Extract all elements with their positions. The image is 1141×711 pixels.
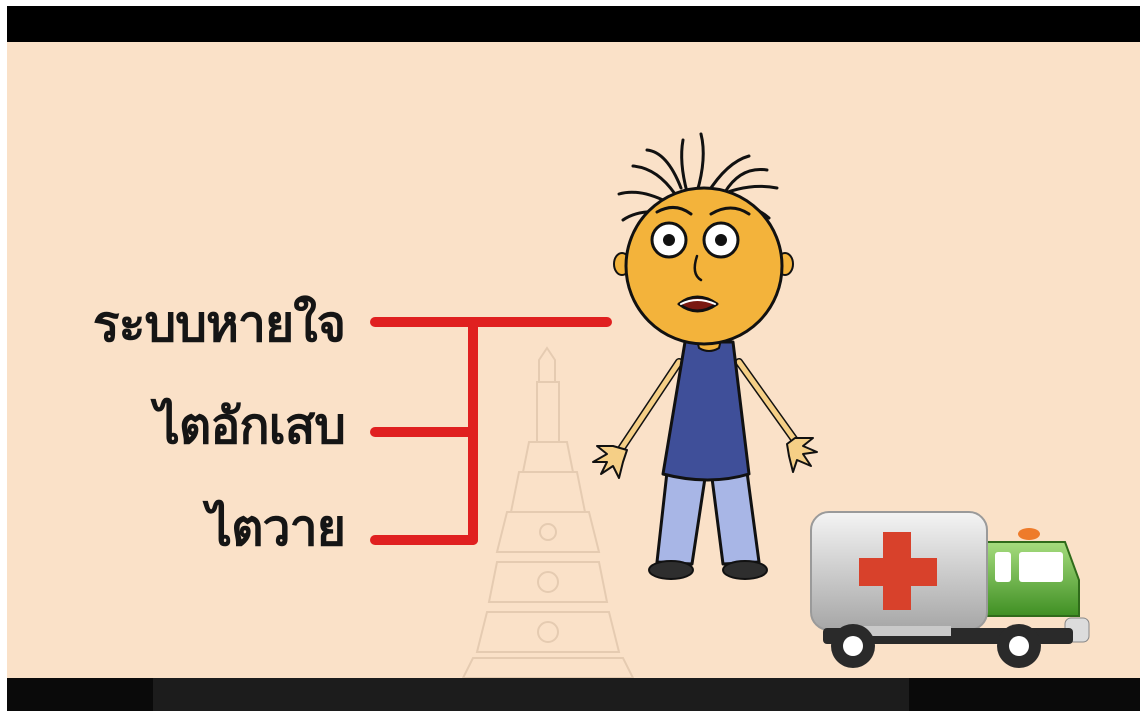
video-frame: ระบบหายใจ ไตอักเสบ ไตวาย <box>7 6 1140 711</box>
subtitle-panel <box>153 678 909 711</box>
slide-canvas: ระบบหายใจ ไตอักเสบ ไตวาย <box>7 42 1140 678</box>
ambulance-icon <box>7 42 1140 678</box>
bottom-letterbox <box>7 678 1140 711</box>
